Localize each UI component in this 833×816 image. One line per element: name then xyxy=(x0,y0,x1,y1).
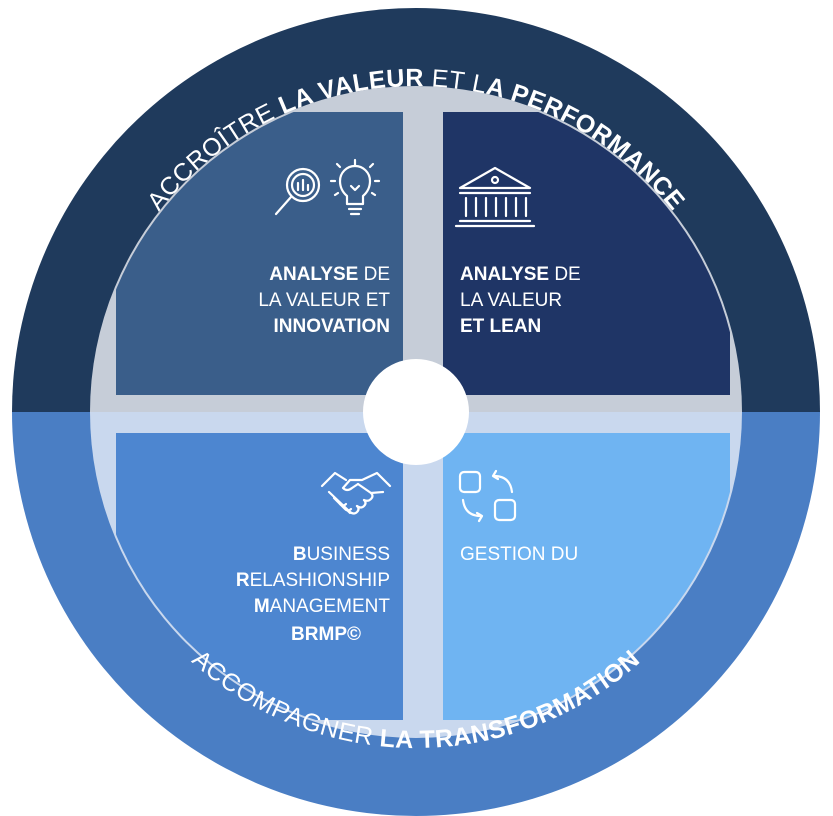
tr-line2: LA VALEUR xyxy=(460,290,562,311)
lightbulb-icon xyxy=(329,158,381,216)
institution-building-icon xyxy=(454,166,536,228)
bl-line1: BUSINESS xyxy=(293,544,390,565)
bl-line4: BRMP© xyxy=(291,624,361,645)
change-cycle-icon xyxy=(458,469,517,523)
br-line1: GESTION DU xyxy=(460,544,578,565)
bl-line3: MANAGEMENT xyxy=(254,596,391,617)
tl-line1: ANALYSE DE xyxy=(269,264,390,285)
tl-line2: LA VALEUR ET xyxy=(258,290,390,311)
handshake-icon xyxy=(320,471,392,515)
tr-line3: ET LEAN xyxy=(460,316,541,337)
bl-line2: RELASHIONSHIP xyxy=(236,570,390,591)
tr-line1: ANALYSE DE xyxy=(460,264,581,285)
magnifier-chart-icon xyxy=(274,167,321,216)
center-circle xyxy=(363,359,469,465)
tl-line3: INNOVATION xyxy=(274,316,390,337)
